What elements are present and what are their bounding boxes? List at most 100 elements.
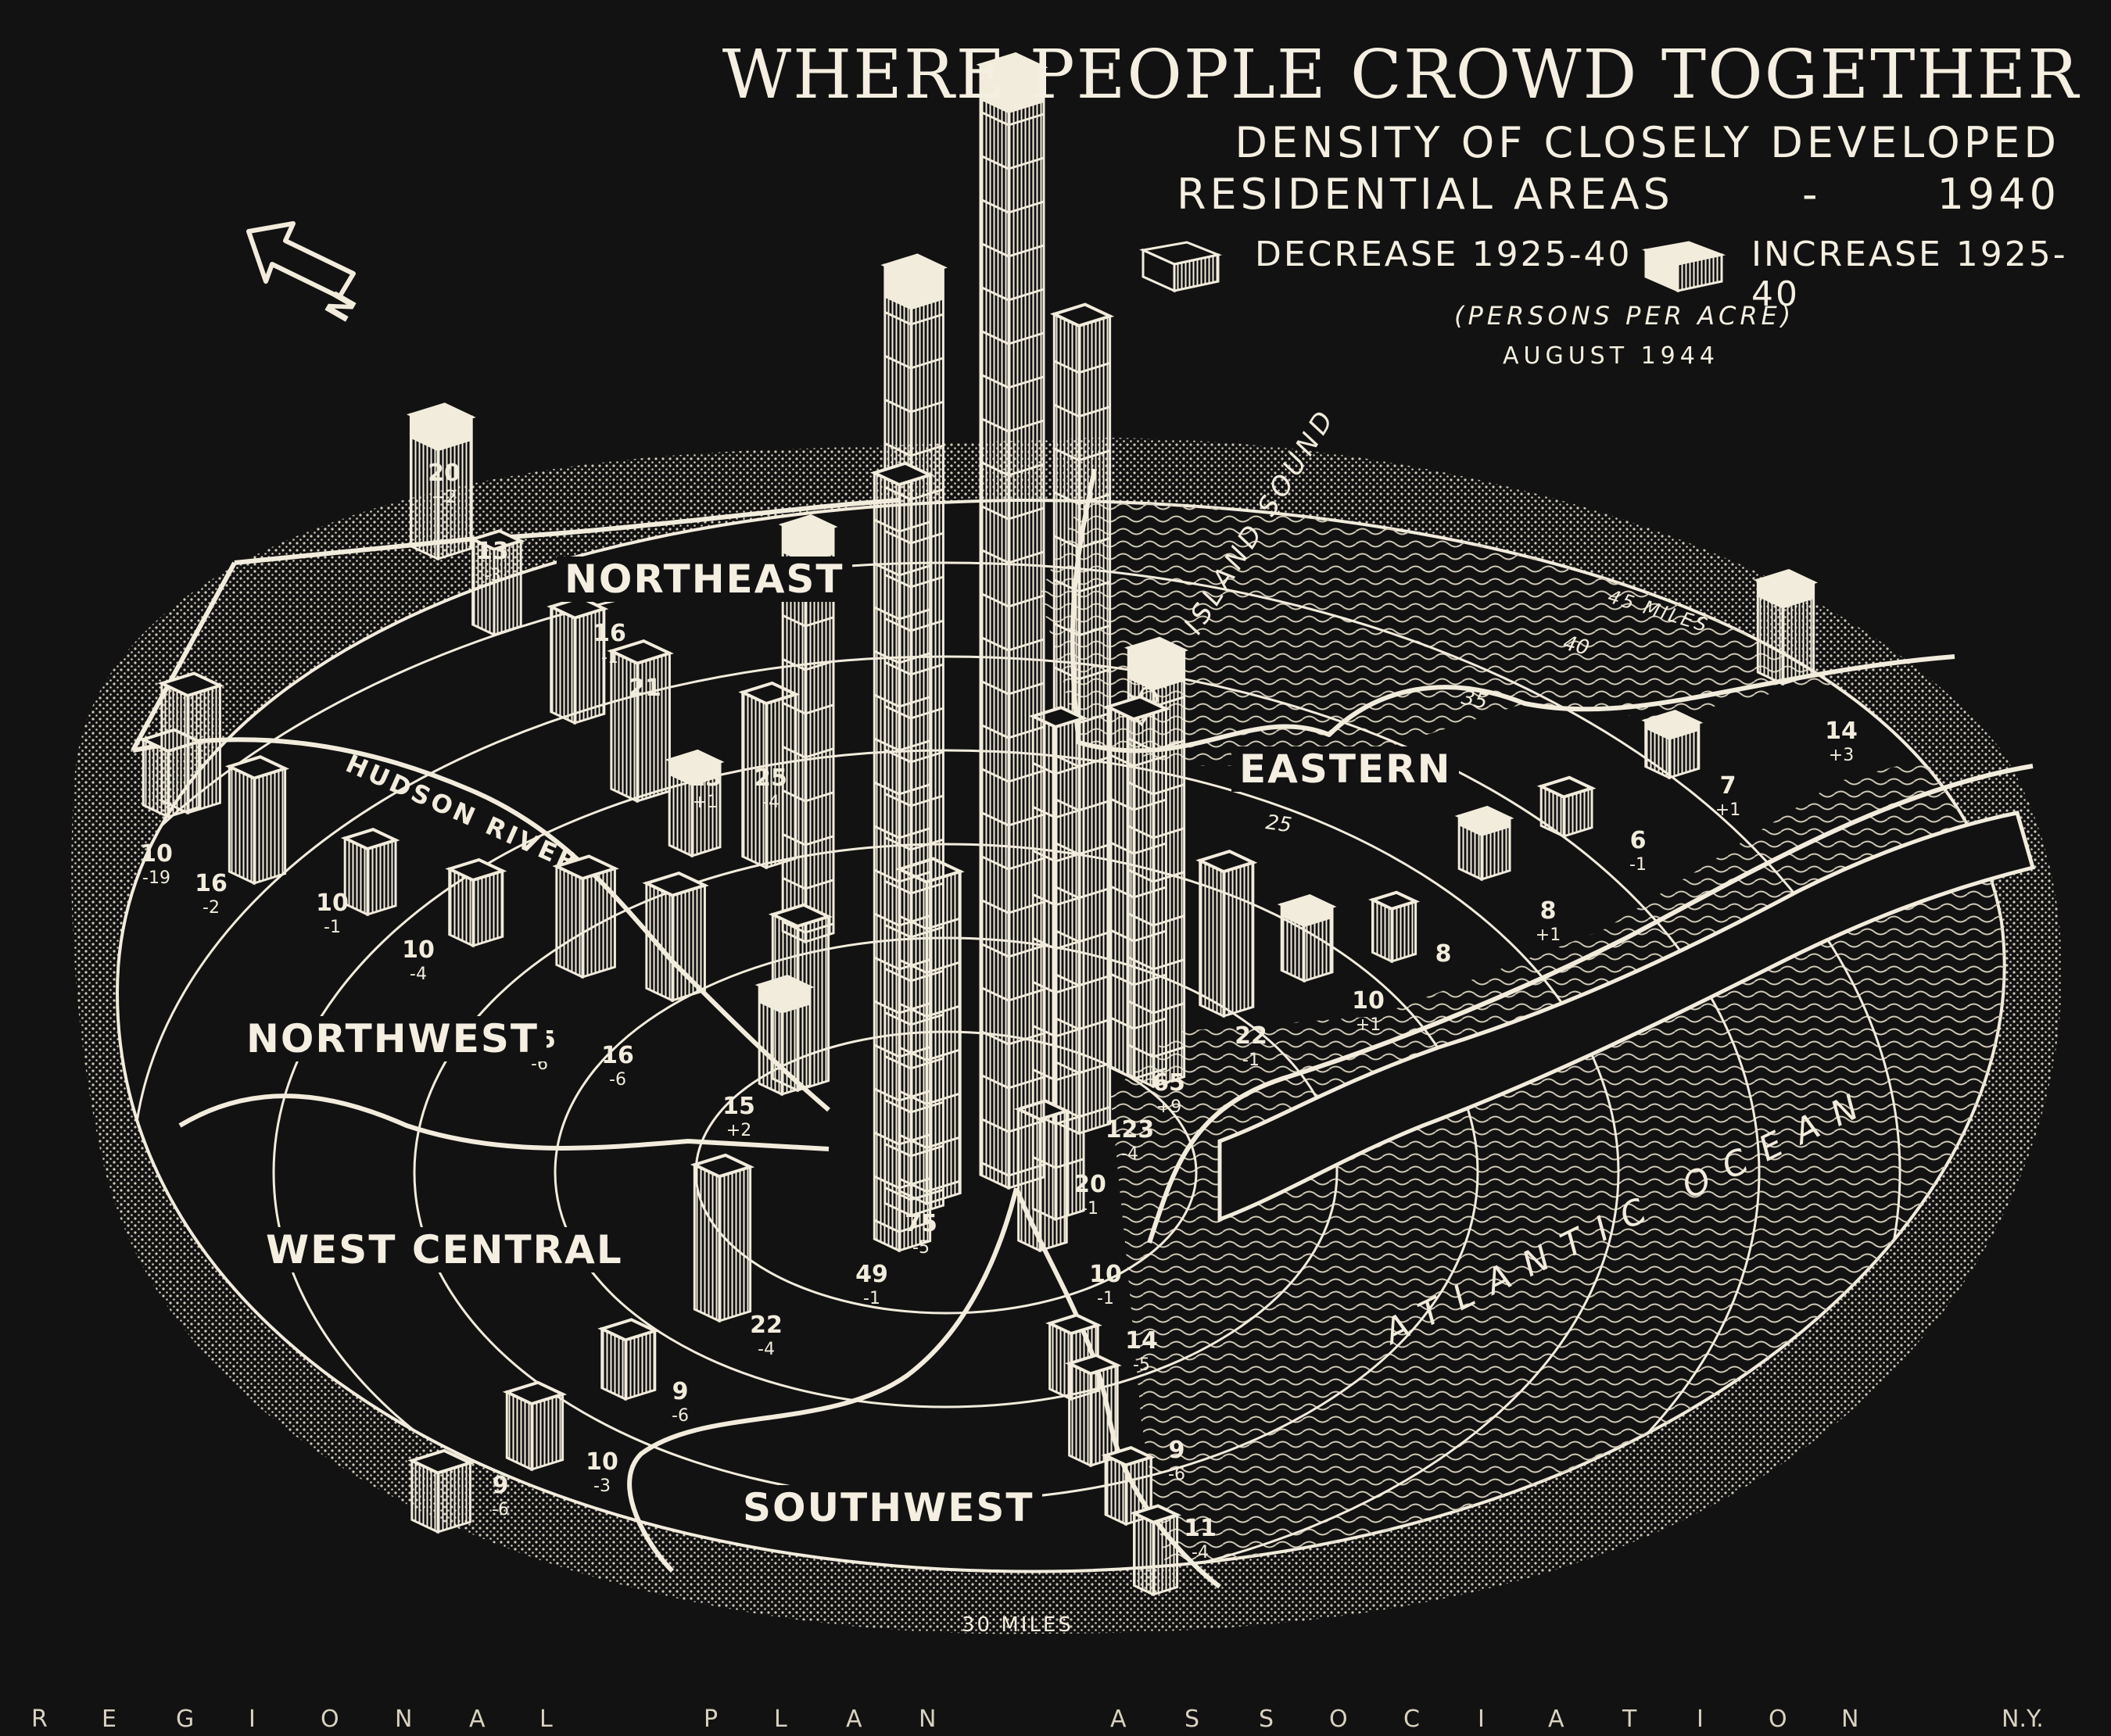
tower-floor-line [898,1177,931,1190]
density-value-label: 16 [195,870,228,897]
tower-floor-line [1008,463,1045,477]
tower-floor-line [910,313,944,326]
tower-top-decrease [502,1380,568,1406]
tower-top-decrease [1368,890,1421,911]
long-island [1217,811,2036,1222]
credit-letter: I [1697,1706,1704,1733]
tower-right-face [671,883,706,1003]
change-value-label: -1 [601,648,618,668]
tower-floor-line [1008,288,1045,302]
tower-floor-line [782,614,806,628]
tower-bar [607,639,674,804]
hudson-river-line [132,737,830,1112]
tower-right-face [898,473,932,1253]
tower-floor-line [782,702,806,715]
tower-floor-line [873,1043,900,1058]
tower-increase-band [438,417,472,452]
date-label: AUGUST 1944 [1503,342,1719,370]
tower-floor-line [898,521,931,533]
tower-right-face [1007,65,1045,1190]
tower-floor-line [898,915,931,927]
credit-letter: O [1329,1706,1348,1733]
tower-floor-line [873,1219,900,1233]
tower-floor-line [1078,493,1111,506]
tower-top-decrease [157,671,224,698]
tower-floor-line [873,518,900,533]
tower-floor-line [1133,1017,1167,1030]
tower-left-face [693,1162,721,1323]
tower-top-decrease [340,828,400,851]
density-value-label: 10 [1352,987,1385,1015]
tower-right-face [581,867,616,979]
tower-floor-line [782,746,806,759]
tower-increase-band [783,524,805,564]
change-value-label: -6 [1168,1465,1185,1484]
legend-increase-label: INCREASE 1925-40 [1751,234,2068,314]
change-value-label: -4 [758,1340,775,1359]
change-value-label: -1 [863,1289,880,1308]
density-value-label: 65 [1152,1069,1185,1097]
density-value-label: 8 [1435,940,1452,968]
credit-letter: A [469,1706,486,1733]
tower-floor-line [805,747,834,759]
tower-bar [552,854,619,979]
tower-increase-band [884,265,911,310]
tower-increase-band [911,267,944,310]
tower-left-face [555,864,584,979]
tower-right-face [436,1461,471,1534]
change-value-label: -4 [410,965,427,984]
tower-floor-line [1053,666,1080,681]
tower-bar [1753,568,1819,686]
credit-letter: A [1548,1706,1564,1733]
tower-right-face [1222,861,1255,1018]
density-value-label: 22 [750,1312,783,1339]
credit-letter: E [102,1706,116,1733]
change-value-label: -4 [762,793,780,812]
density-value-label: 9 [672,1378,689,1405]
credit-letter: G [176,1706,195,1733]
tower-bar [407,1448,475,1534]
density-value-label: 25 [754,764,787,792]
tower-bar [1065,1353,1122,1468]
density-value-label: 13 [476,538,509,565]
tower-left-face [1104,1453,1127,1527]
tower-floor-line [873,737,900,752]
density-value-label: 123 [1106,1116,1155,1144]
tower-top-decrease [1536,775,1597,799]
tower-bar [502,1380,568,1472]
change-value-label: -6 [609,1070,626,1090]
tower-floor-line [980,329,1009,345]
tower-right-face [624,1329,657,1401]
tower-floor-line [873,1087,900,1102]
credit-letter: R [31,1706,48,1733]
tower-floor-line [898,871,931,883]
tower-floor-line [1078,406,1111,418]
tower-left-face [160,681,189,815]
region-west-central: WEST CENTRAL [258,1227,631,1272]
tower-floor-line [1008,900,1045,915]
tower-increase-band [1645,720,1669,740]
tower-floor-line [1008,113,1045,127]
tower-bar [1195,850,1258,1018]
tower-floor-line [980,635,1009,652]
tower-left-face [645,881,674,1003]
tower-floor-line [898,696,931,708]
tower-floor-line [980,110,1009,127]
tower-bar [976,52,1048,1190]
tower-top-decrease [224,755,290,780]
density-value-label: 11 [1184,1515,1217,1542]
density-value-label: 14 [1825,718,1858,745]
tower-bar [1454,805,1514,882]
credit-letter: L [774,1706,787,1733]
tower-floor-line [805,660,834,671]
credit-letter: N [919,1706,937,1733]
change-value-label: -4 [1192,1543,1209,1562]
tower-floor-line [1107,753,1134,768]
tower-floor-line [782,658,806,671]
legend-decrease-label: DECREASE 1925-40 [1255,234,1633,274]
tower-floor-line [873,650,900,664]
tower-floor-line [1008,244,1045,258]
density-value-label: 21 [629,675,661,702]
tower-left-face [1068,1362,1092,1468]
tower-floor-line [910,444,944,457]
